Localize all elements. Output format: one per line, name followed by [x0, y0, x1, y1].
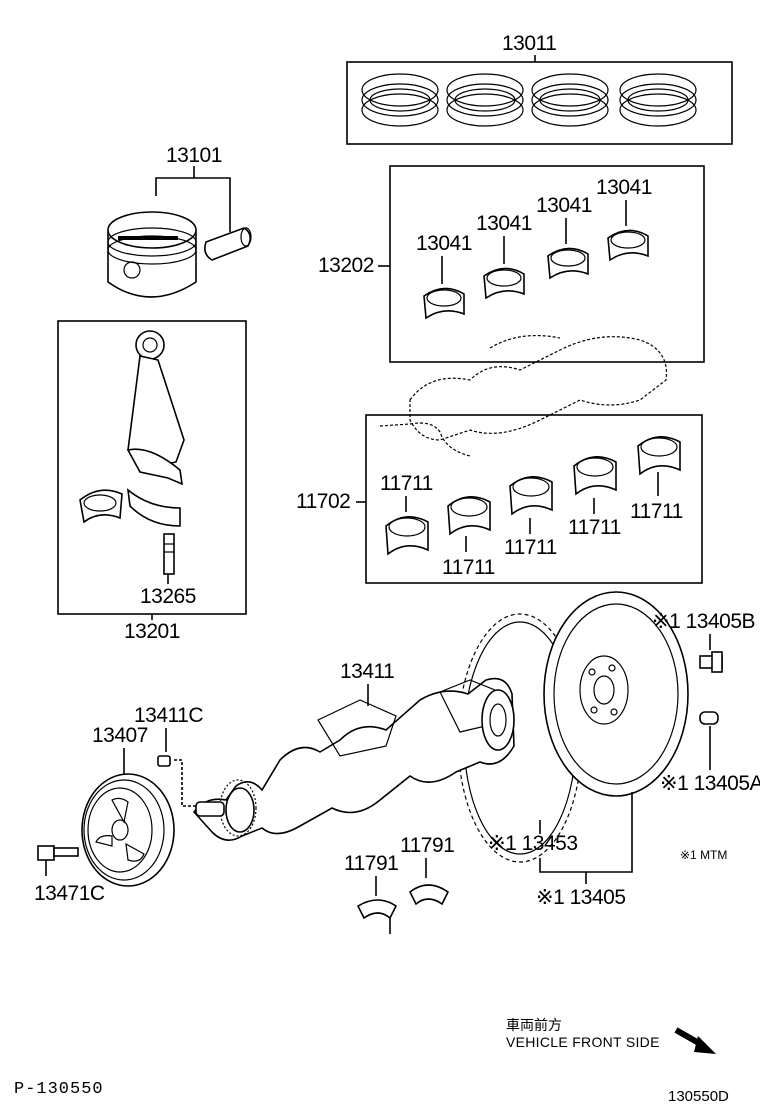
- bearing-half-4: [607, 229, 649, 262]
- label-11711-b: 11711: [442, 556, 495, 579]
- label-13101: 13101: [166, 144, 222, 167]
- crank-nose-phantom: [379, 422, 471, 457]
- flywheel-bolt[interactable]: [699, 651, 723, 673]
- crankshaft-key[interactable]: 13411C: [134, 704, 204, 807]
- label-13041-b: 13041: [476, 212, 532, 235]
- bearing-half-1: [423, 287, 465, 320]
- crankshaft-bearing-set[interactable]: 11702 11711 11711 11711 11711 11711: [296, 414, 703, 584]
- ring-stack-2: [446, 73, 524, 127]
- diagram-code-left: P-130550: [14, 1080, 104, 1099]
- bearing-half-2: [483, 267, 525, 300]
- piston-ring-set[interactable]: 13011: [346, 32, 733, 145]
- piston-pin: [204, 227, 252, 261]
- connecting-rod-assembly[interactable]: 13265 13201: [57, 320, 247, 643]
- piston: [107, 211, 197, 298]
- main-bearing-3: [509, 476, 553, 516]
- label-13041-d: 13041: [596, 176, 652, 199]
- flywheel-dowel-pin[interactable]: [699, 711, 719, 725]
- rod-cap: [126, 488, 181, 527]
- mtm-note: ※1 MTM: [680, 848, 728, 862]
- main-bearing-4: [573, 456, 617, 496]
- label-13471c: 13471C: [34, 882, 105, 905]
- ring-stack-1: [361, 73, 439, 127]
- label-13041-a: 13041: [416, 232, 472, 255]
- label-13201: 13201: [124, 620, 180, 643]
- label-11791-a: 11791: [344, 852, 398, 875]
- label-11711-d: 11711: [568, 516, 621, 539]
- piston-with-pin[interactable]: 13101: [107, 144, 252, 298]
- flywheel[interactable]: [543, 591, 689, 797]
- vehicle-front-label-jp: 車両前方: [506, 1017, 562, 1033]
- label-13405a: ※1 13405A: [660, 772, 760, 795]
- label-13011: 13011: [502, 32, 556, 55]
- label-13407: 13407: [92, 724, 148, 747]
- main-bearing-2: [447, 496, 491, 536]
- label-11711-a: 11711: [380, 472, 433, 495]
- diagram-code-right: 130550D: [668, 1088, 729, 1105]
- label-13453: ※1 13453: [488, 832, 578, 855]
- label-13405: ※1 13405: [536, 886, 626, 909]
- pulley-bolt[interactable]: 13471C: [34, 845, 105, 905]
- rod-bearing: [79, 489, 123, 524]
- label-13265: 13265: [140, 585, 196, 608]
- crankshaft-pulley[interactable]: 13407: [81, 724, 175, 887]
- label-13411: 13411: [340, 660, 394, 683]
- connecting-rod: [126, 330, 185, 486]
- label-13411c: 13411C: [134, 704, 203, 727]
- thrust-washer-2[interactable]: 11791: [400, 834, 455, 906]
- label-13405b: ※1 13405B: [652, 610, 755, 633]
- vehicle-front-arrow-icon: [674, 1027, 716, 1054]
- ring-stack-3: [531, 73, 609, 127]
- vehicle-front-label: VEHICLE FRONT SIDE: [506, 1034, 660, 1050]
- rod-bolt: [163, 533, 175, 575]
- label-11791-b: 11791: [400, 834, 454, 857]
- connecting-rod-bearing-set[interactable]: 13202 13041 13041 13041 13041: [318, 165, 705, 363]
- crankshaft-phantom: [409, 334, 668, 441]
- crankshaft[interactable]: 13411: [192, 660, 515, 841]
- main-bearing-1: [385, 516, 429, 556]
- label-13202: 13202: [318, 254, 374, 277]
- bearing-half-3: [547, 247, 589, 280]
- main-bearing-5: [637, 436, 681, 476]
- label-11711-e: 11711: [630, 500, 683, 523]
- label-11702: 11702: [296, 490, 350, 513]
- label-11711-c: 11711: [504, 536, 557, 559]
- label-13041-c: 13041: [536, 194, 592, 217]
- ring-stack-4: [619, 73, 697, 127]
- thrust-washer-1[interactable]: 11791: [344, 852, 399, 934]
